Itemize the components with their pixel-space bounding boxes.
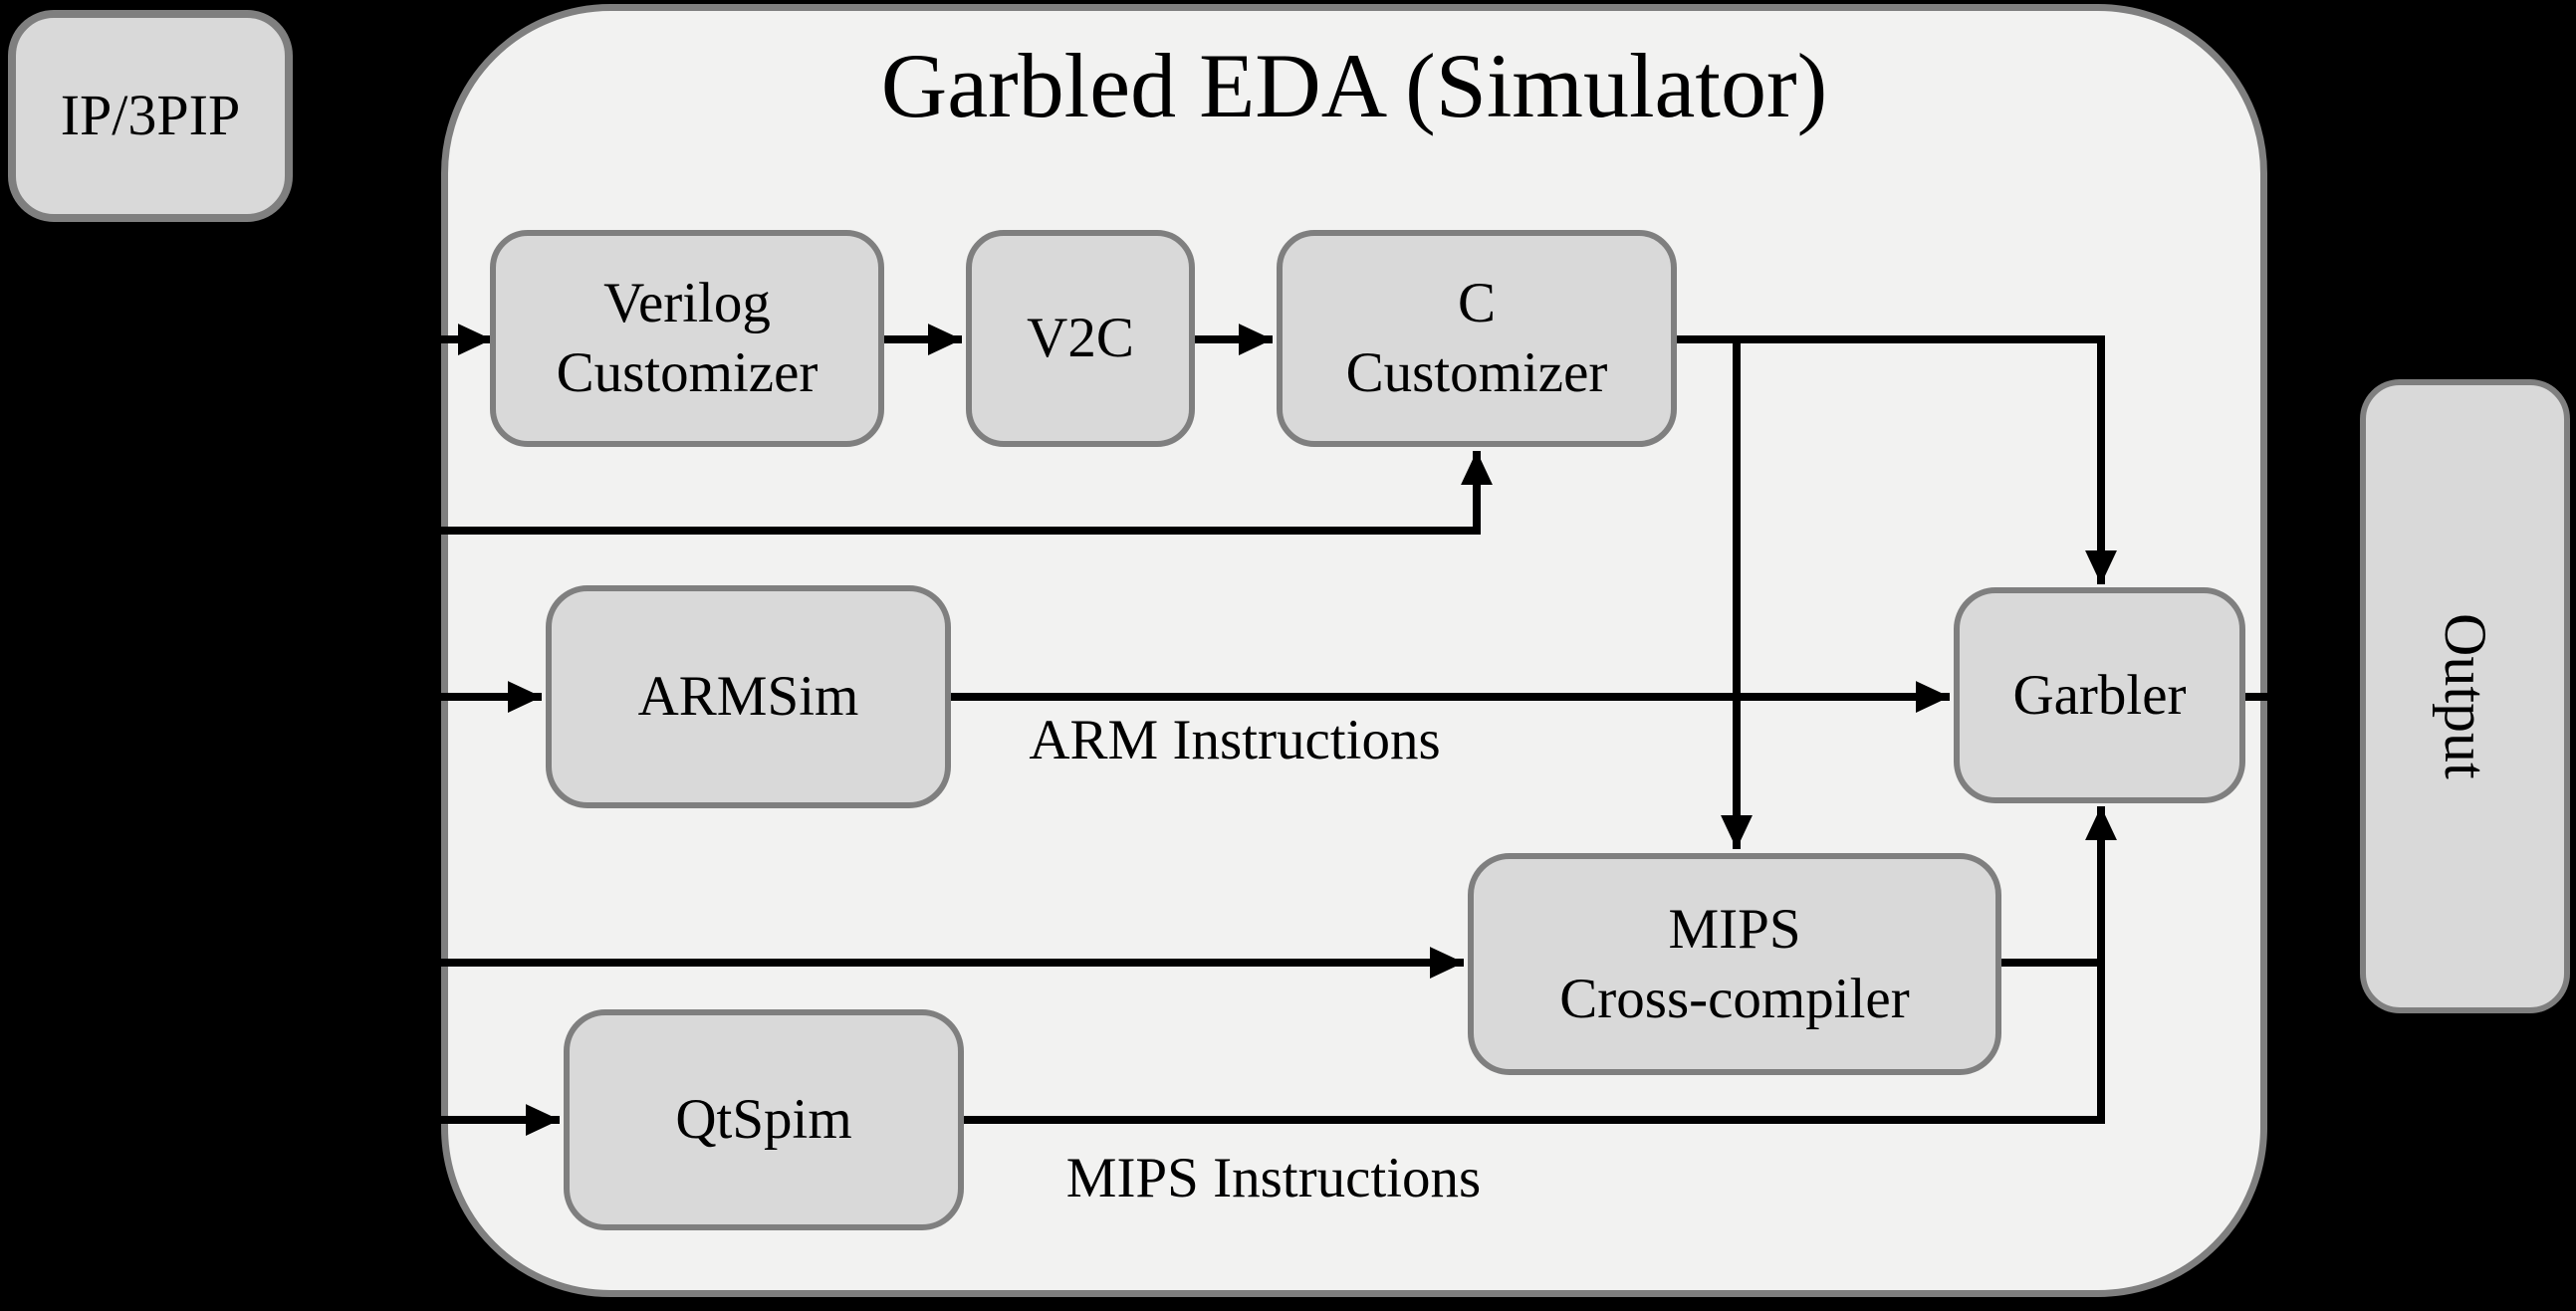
diagram-title: Garbled EDA (Simulator) [880, 35, 1828, 136]
node-qtspim-label: QtSpim [675, 1088, 852, 1152]
edge-label-arm-instructions: ARM Instructions [1029, 709, 1441, 771]
node-v2c: V2C [966, 230, 1195, 447]
node-verilog-customizer: Verilog Customizer [490, 230, 884, 447]
edge-qtspim-to-garbler-bottom [964, 806, 2117, 1124]
node-mips-cross-compiler-line2: Cross-compiler [1559, 967, 1910, 1030]
node-c-customizer-line2: Customizer [1345, 341, 1608, 404]
node-c-customizer-line1: C [1457, 272, 1497, 335]
node-output: Output [2360, 379, 2570, 1013]
node-armsim: ARMSim [546, 585, 951, 808]
node-armsim-label: ARMSim [637, 665, 859, 729]
node-verilog-customizer-line2: Customizer [556, 341, 819, 404]
edge-input-to-c-customizer-bottom [436, 451, 1493, 535]
node-ip-3pip-label: IP/3PIP [60, 83, 241, 148]
edge-c-customizer-to-garbler-top [1677, 335, 2117, 584]
node-mips-cross-compiler: MIPS Cross-compiler [1468, 853, 2001, 1075]
node-ip-3pip: IP/3PIP [8, 10, 293, 222]
node-c-customizer: C Customizer [1277, 230, 1677, 447]
node-garbler-label: Garbler [2012, 663, 2187, 727]
node-garbler: Garbler [1954, 587, 2245, 803]
node-v2c-label: V2C [1027, 307, 1134, 370]
node-mips-cross-compiler-line1: MIPS [1668, 897, 1801, 961]
node-verilog-customizer-line1: Verilog [603, 272, 771, 335]
edge-label-mips-instructions: MIPS Instructions [1065, 1147, 1482, 1209]
node-output-label: Output [2433, 613, 2499, 779]
node-qtspim: QtSpim [564, 1009, 964, 1230]
